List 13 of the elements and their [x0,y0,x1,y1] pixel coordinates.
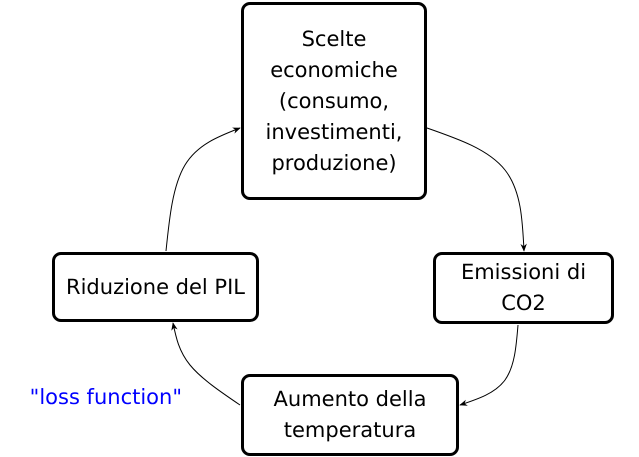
arrow [426,128,527,252]
process-box [433,252,614,324]
process-box [52,252,259,322]
arrow [171,322,240,406]
box-label: Aumento della temperatura [272,386,428,444]
arrow [166,128,241,252]
process-box [241,374,459,456]
box-label: Emissioni di CO2 [460,259,588,317]
box-label: Riduzione del PIL [65,274,246,300]
edge-label: "loss function" [30,385,182,409]
arrow [459,324,518,406]
process-box [241,2,427,200]
box-label: Scelte economiche (consumo, investimenti, produzione) [264,26,404,176]
